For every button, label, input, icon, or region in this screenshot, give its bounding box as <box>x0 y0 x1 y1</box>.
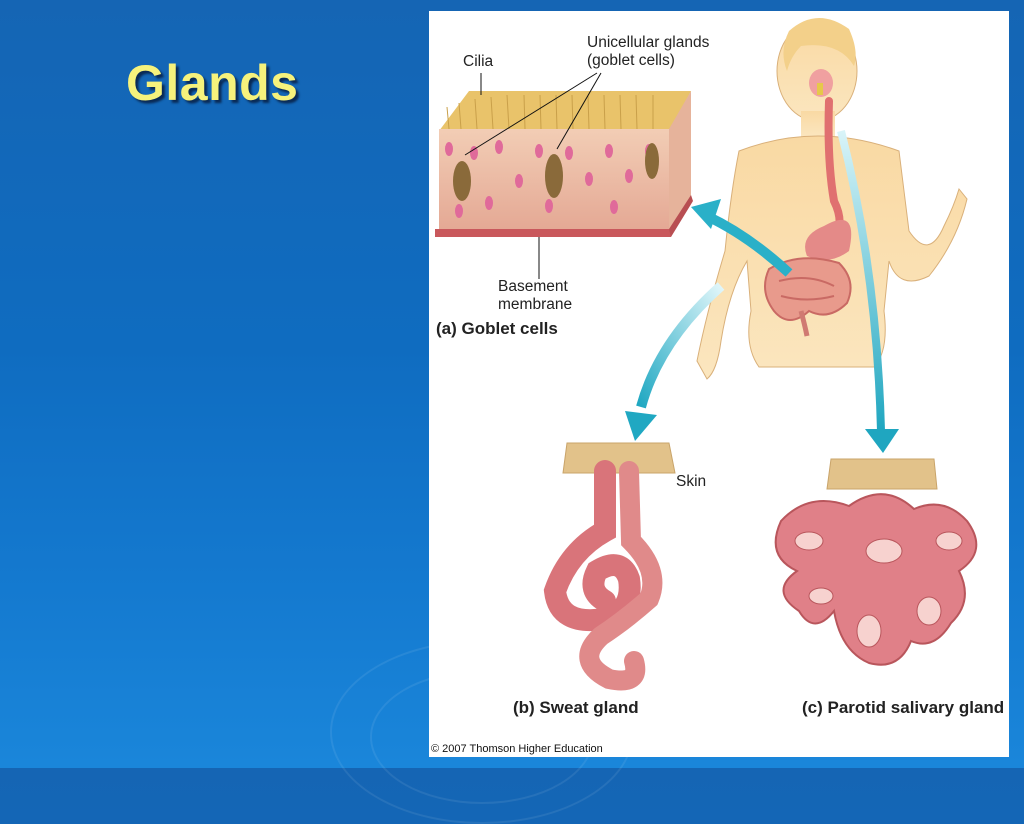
caption-parotid-salivary-gland: (c) Parotid salivary gland <box>802 698 1005 717</box>
label-leader-lines <box>464 72 602 279</box>
arrow-to-salivary-gland <box>837 130 899 453</box>
label-skin: Skin <box>676 473 707 490</box>
caption-goblet-cells: (a) Goblet cells <box>436 319 558 338</box>
glands-illustration <box>435 17 978 691</box>
label-unicellular-glands: Unicellular glands <box>587 34 710 51</box>
arrow-to-sweat-gland <box>625 282 725 441</box>
label-membrane: membrane <box>498 296 573 313</box>
parotid-salivary-gland <box>774 458 978 666</box>
label-basement: Basement <box>498 278 568 295</box>
slide-title: Glands <box>126 55 299 111</box>
sweat-gland <box>543 442 676 691</box>
caption-sweat-gland: (b) Sweat gland <box>513 698 639 717</box>
copyright-notice: © 2007 Thomson Higher Education <box>431 743 603 755</box>
arrow-to-goblet-cells <box>691 199 793 277</box>
label-goblet-cells-paren: (goblet cells) <box>587 52 675 69</box>
goblet-cell-tissue <box>435 91 693 237</box>
label-cilia: Cilia <box>463 53 494 70</box>
glands-figure: Cilia Unicellular glands (goblet cells) … <box>429 11 1009 757</box>
human-body <box>696 17 968 380</box>
